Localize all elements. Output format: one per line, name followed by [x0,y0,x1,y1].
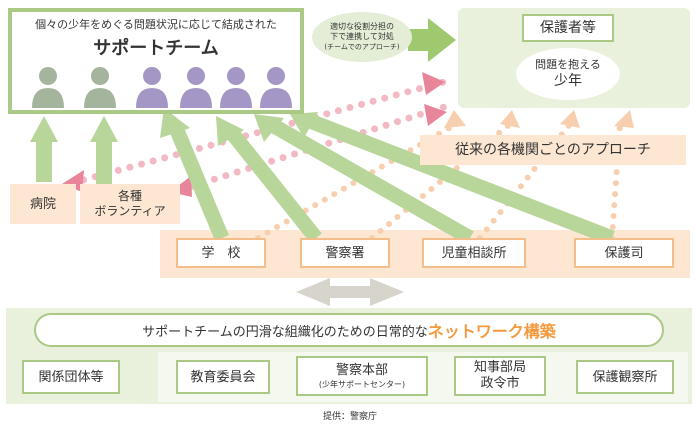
person-icon-4 [180,67,212,108]
youth-line-2: 少年 [554,73,582,89]
green-arrow-probation [290,112,318,138]
support-team-box: 個々の少年をめぐる問題状況に応じて結成された サポートチーム [8,8,304,114]
green-arrow-police [216,116,244,146]
green-arrow-child [254,114,284,142]
guardian-box: 保護者等 [522,14,614,42]
bubble-line-2: 下で連携して対処 [330,32,394,41]
agency-child-guidance: 児童相談所 [422,238,526,268]
support-team-title: サポートチーム [93,38,219,59]
governor-box: 知事部局 政令市 [454,356,546,396]
bubble-line-3: (チームでのアプローチ) [324,43,400,51]
agency-police-station: 警察署 [300,238,390,268]
conventional-approach-label: 従来の各機関ごとのアプローチ [420,135,686,165]
team-approach-bubble: 適切な役割分担の 下で連携して対処 (チームでのアプローチ) [312,12,412,62]
related-orgs-box: 関係団体等 [22,360,120,394]
agency-school: 学 校 [176,238,266,268]
police-hq-label: 警察本部 [335,362,388,378]
green-arrow-hospital [30,116,58,142]
pink-arrow-top [422,72,445,95]
agency-probation-officer: 保護司 [574,238,674,268]
person-icon-2 [84,67,116,108]
volunteer-line-2: ボランティア [94,204,166,218]
youth-ellipse: 問題を抱える 少年 [516,48,620,100]
bubble-line-1: 適切な役割分担の [330,22,394,31]
double-arrow [296,278,404,306]
police-hq-sub: (少年サポートセンター) [318,379,406,389]
team-members [32,67,292,108]
person-icon-6 [260,67,292,108]
youth-line-1: 問題を抱える [535,58,601,71]
green-arrow-school [160,108,190,138]
pink-arrow-mid [424,104,447,126]
network-banner: サポートチームの円滑な組織化のための日常的なネットワーク構築 [34,313,664,347]
network-text: サポートチームの円滑な組織化のための日常的な [142,324,428,340]
green-arrow-volunteer [90,116,118,142]
volunteer-box: 各種 ボランティア [80,184,180,224]
education-board-box: 教育委員会 [176,360,270,394]
person-icon-3 [136,67,168,108]
hospital-box: 病院 [10,184,76,224]
pink-arrow-hospital [62,170,84,192]
governor-line-1: 知事部局 [473,360,526,375]
support-team-subtitle: 個々の少年をめぐる問題状況に応じて結成された [35,18,277,31]
probation-office-box: 保護観察所 [576,360,674,394]
person-icon-5 [220,67,252,108]
dotted-line-volunteer [176,103,448,194]
credit-text: 提供：警察庁 [322,412,377,422]
volunteer-line-1: 各種 [117,189,142,203]
green-arrow-team-to-guardian [428,18,456,62]
person-icon-1 [32,67,64,108]
police-hq-box: 警察本部 (少年サポートセンター) [296,356,428,396]
network-highlight: ネットワーク構築 [427,322,556,341]
governor-line-2: 政令市 [480,376,520,391]
dotted-line-hospital [68,78,448,187]
